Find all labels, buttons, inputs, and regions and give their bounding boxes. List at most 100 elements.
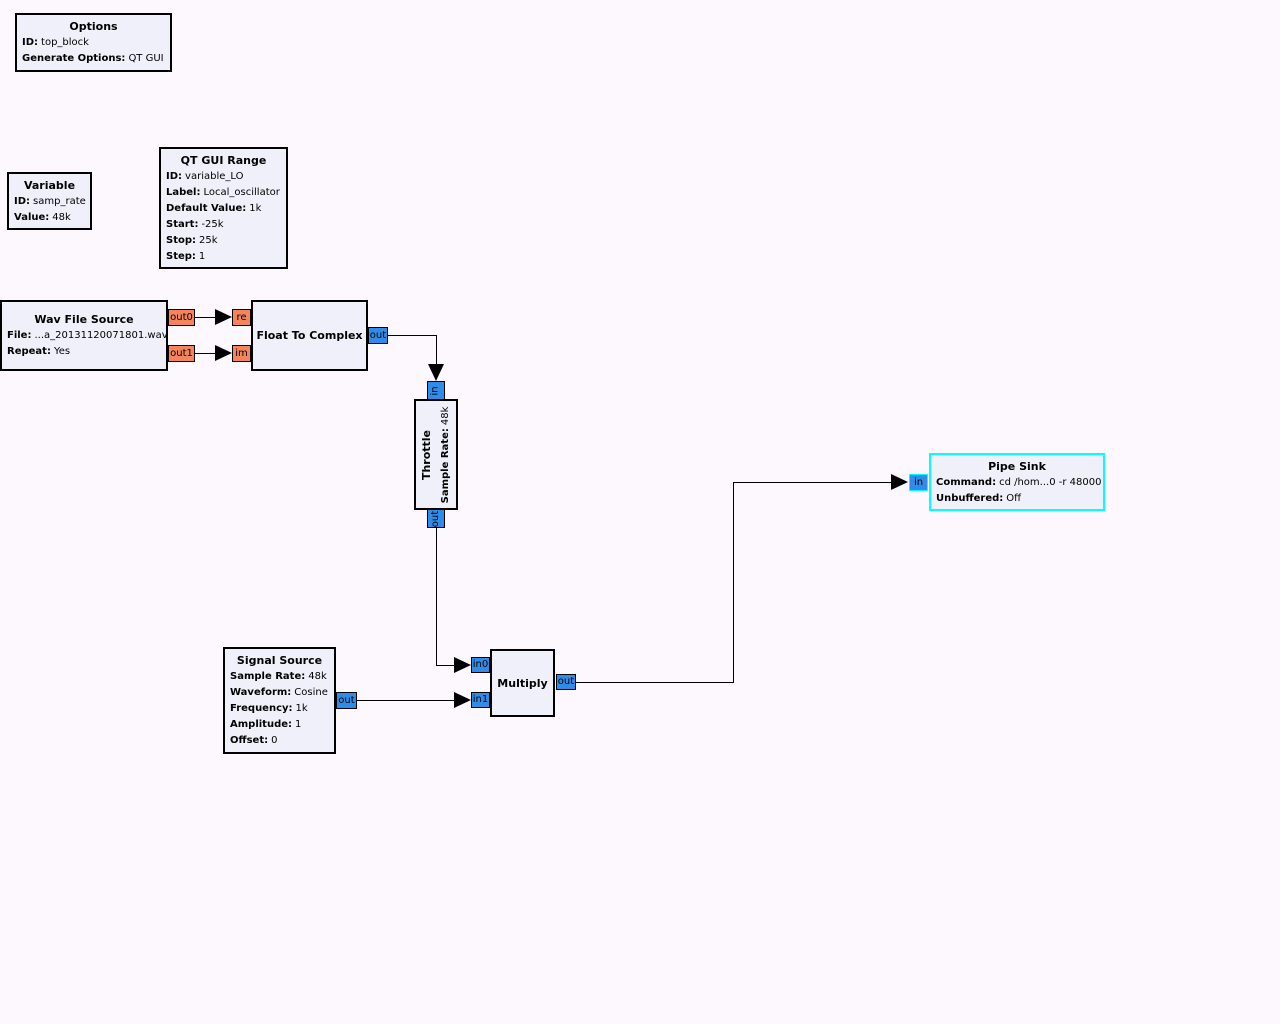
param-value: 0: [271, 735, 278, 746]
wire-wav-out0-to-re[interactable]: [195, 317, 215, 318]
param-label: ID:: [14, 195, 31, 207]
param-label: Amplitude:: [230, 719, 293, 730]
port-ftc-re[interactable]: re: [232, 309, 251, 326]
param-label: Sample Rate:: [440, 427, 451, 503]
block-title: Float To Complex: [256, 329, 363, 342]
param-label: Repeat:: [7, 346, 51, 357]
arrowhead-icon: [454, 692, 471, 708]
block-param: File:...a_20131120071801.wav: [2, 328, 168, 344]
arrowhead-icon: [215, 309, 232, 325]
param-label: Offset:: [230, 735, 269, 746]
param-label: Frequency:: [230, 703, 293, 714]
port-ftc-im[interactable]: im: [232, 345, 251, 362]
param-value: QT GUI: [128, 53, 164, 64]
block-param: Sample Rate:48k: [225, 669, 334, 685]
block-param: ID:top_block: [17, 35, 170, 51]
port-multiply-in1[interactable]: in1: [471, 692, 490, 708]
param-value: samp_rate: [33, 195, 86, 207]
param-value: variable_LO: [185, 170, 244, 182]
block-param: Stop:25k: [161, 233, 286, 249]
block-param: Repeat:Yes: [2, 344, 166, 360]
param-label: Start:: [166, 218, 199, 230]
wire-multiply-to-pipe[interactable]: [733, 482, 891, 483]
block-title: Wav File Source: [34, 313, 134, 326]
param-value: 1k: [249, 202, 262, 214]
port-signal-out[interactable]: out: [336, 692, 357, 709]
wire-signal-to-multiply[interactable]: [357, 700, 454, 701]
arrowhead-icon: [891, 474, 908, 490]
block-signal-source[interactable]: Signal Source Sample Rate:48k Waveform:C…: [223, 647, 336, 754]
arrowhead-icon: [454, 657, 471, 673]
param-value: 48k: [440, 406, 451, 425]
param-value: Off: [1006, 492, 1022, 504]
port-multiply-in0[interactable]: in0: [471, 657, 490, 673]
port-pipe-sink-in[interactable]: in: [909, 474, 928, 491]
param-label: File:: [7, 330, 32, 341]
wire-ftc-to-throttle[interactable]: [388, 335, 437, 336]
arrowhead-icon: [215, 345, 232, 361]
block-title: Variable: [23, 178, 76, 192]
block-param: Label:Local_oscillator: [161, 185, 286, 201]
wire-wav-out1-to-im[interactable]: [195, 353, 215, 354]
block-param: Generate Options:QT GUI: [17, 51, 170, 67]
port-label: out: [430, 510, 442, 527]
block-qt-gui-range[interactable]: QT GUI Range ID:variable_LO Label:Local_…: [159, 147, 288, 269]
port-ftc-out[interactable]: out: [368, 327, 388, 344]
block-options[interactable]: Options ID:top_block Generate Options:QT…: [15, 13, 172, 72]
arrowhead-icon: [428, 364, 444, 381]
param-label: ID:: [22, 37, 39, 48]
param-label: Value:: [14, 211, 50, 223]
port-multiply-out[interactable]: out: [556, 674, 576, 690]
port-wav-out1[interactable]: out1: [168, 345, 195, 362]
param-value: 1k: [295, 703, 308, 714]
block-param: Sample Rate: 48k: [436, 401, 455, 508]
block-param: ID:samp_rate: [9, 194, 90, 210]
block-multiply[interactable]: Multiply: [490, 649, 555, 717]
block-param: Value:48k: [9, 210, 90, 226]
block-throttle[interactable]: Throttle Sample Rate: 48k: [414, 399, 458, 510]
param-label: Sample Rate:: [230, 671, 306, 682]
block-title: QT GUI Range: [180, 153, 267, 167]
block-param: Command:cd /hom...0 -r 48000: [931, 475, 1103, 491]
block-param: Waveform:Cosine: [225, 685, 334, 701]
block-param: Step:1: [161, 249, 286, 265]
wire-multiply-to-pipe[interactable]: [733, 482, 734, 683]
block-variable[interactable]: Variable ID:samp_rate Value:48k: [7, 172, 92, 230]
param-value: top_block: [41, 37, 89, 48]
wire-multiply-to-pipe[interactable]: [576, 682, 734, 683]
block-param: Frequency:1k: [225, 701, 334, 717]
param-value: 1: [295, 719, 302, 730]
block-param: Default Value:1k: [161, 201, 286, 217]
block-title: Options: [69, 20, 118, 33]
param-label: ID:: [166, 170, 183, 182]
param-value: cd /hom...0 -r 48000: [999, 476, 1102, 488]
param-value: 48k: [308, 671, 327, 682]
param-label: Default Value:: [166, 202, 247, 214]
param-value: -25k: [201, 218, 224, 230]
block-wav-file-source[interactable]: Wav File Source File:...a_20131120071801…: [0, 300, 168, 371]
param-label: Waveform:: [230, 687, 292, 698]
param-value: Cosine: [294, 687, 328, 698]
param-label: Unbuffered:: [936, 492, 1004, 504]
block-param: Unbuffered:Off: [931, 491, 1103, 507]
param-value: Yes: [53, 346, 71, 357]
port-throttle-in[interactable]: in: [427, 381, 445, 400]
block-param: Offset:0: [225, 733, 334, 749]
param-label: Stop:: [166, 234, 197, 246]
param-value: 48k: [52, 211, 71, 223]
param-value: Local_oscillator: [203, 186, 280, 198]
param-label: Generate Options:: [22, 53, 126, 64]
param-value: 1: [198, 250, 206, 262]
block-float-to-complex[interactable]: Float To Complex: [251, 300, 368, 371]
wire-throttle-to-multiply[interactable]: [436, 665, 454, 666]
block-title: Throttle: [420, 429, 433, 480]
param-label: Step:: [166, 250, 196, 262]
wire-ftc-to-throttle[interactable]: [436, 335, 437, 364]
port-throttle-out[interactable]: out: [427, 509, 445, 528]
block-pipe-sink[interactable]: Pipe Sink Command:cd /hom...0 -r 48000 U…: [929, 453, 1105, 511]
port-wav-out0[interactable]: out0: [168, 309, 195, 326]
param-value: 25k: [199, 234, 218, 246]
block-title: Signal Source: [236, 654, 323, 667]
wire-throttle-to-multiply[interactable]: [436, 528, 437, 666]
